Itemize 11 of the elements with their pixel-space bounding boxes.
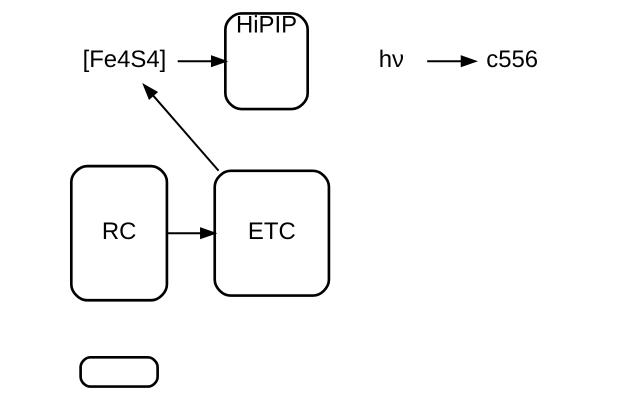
arrow — [427, 55, 478, 68]
arrow — [167, 227, 218, 240]
node-box: ETC — [213, 169, 330, 297]
node-text: hν — [378, 46, 404, 74]
node-box: HiPIP — [224, 12, 309, 110]
node-text: [Fe4S4] — [82, 46, 166, 74]
node-box — [79, 356, 159, 388]
node-text: c556 — [486, 46, 538, 74]
node-box: RC — [70, 164, 168, 302]
arrow — [178, 55, 228, 68]
arrow — [142, 82, 220, 172]
